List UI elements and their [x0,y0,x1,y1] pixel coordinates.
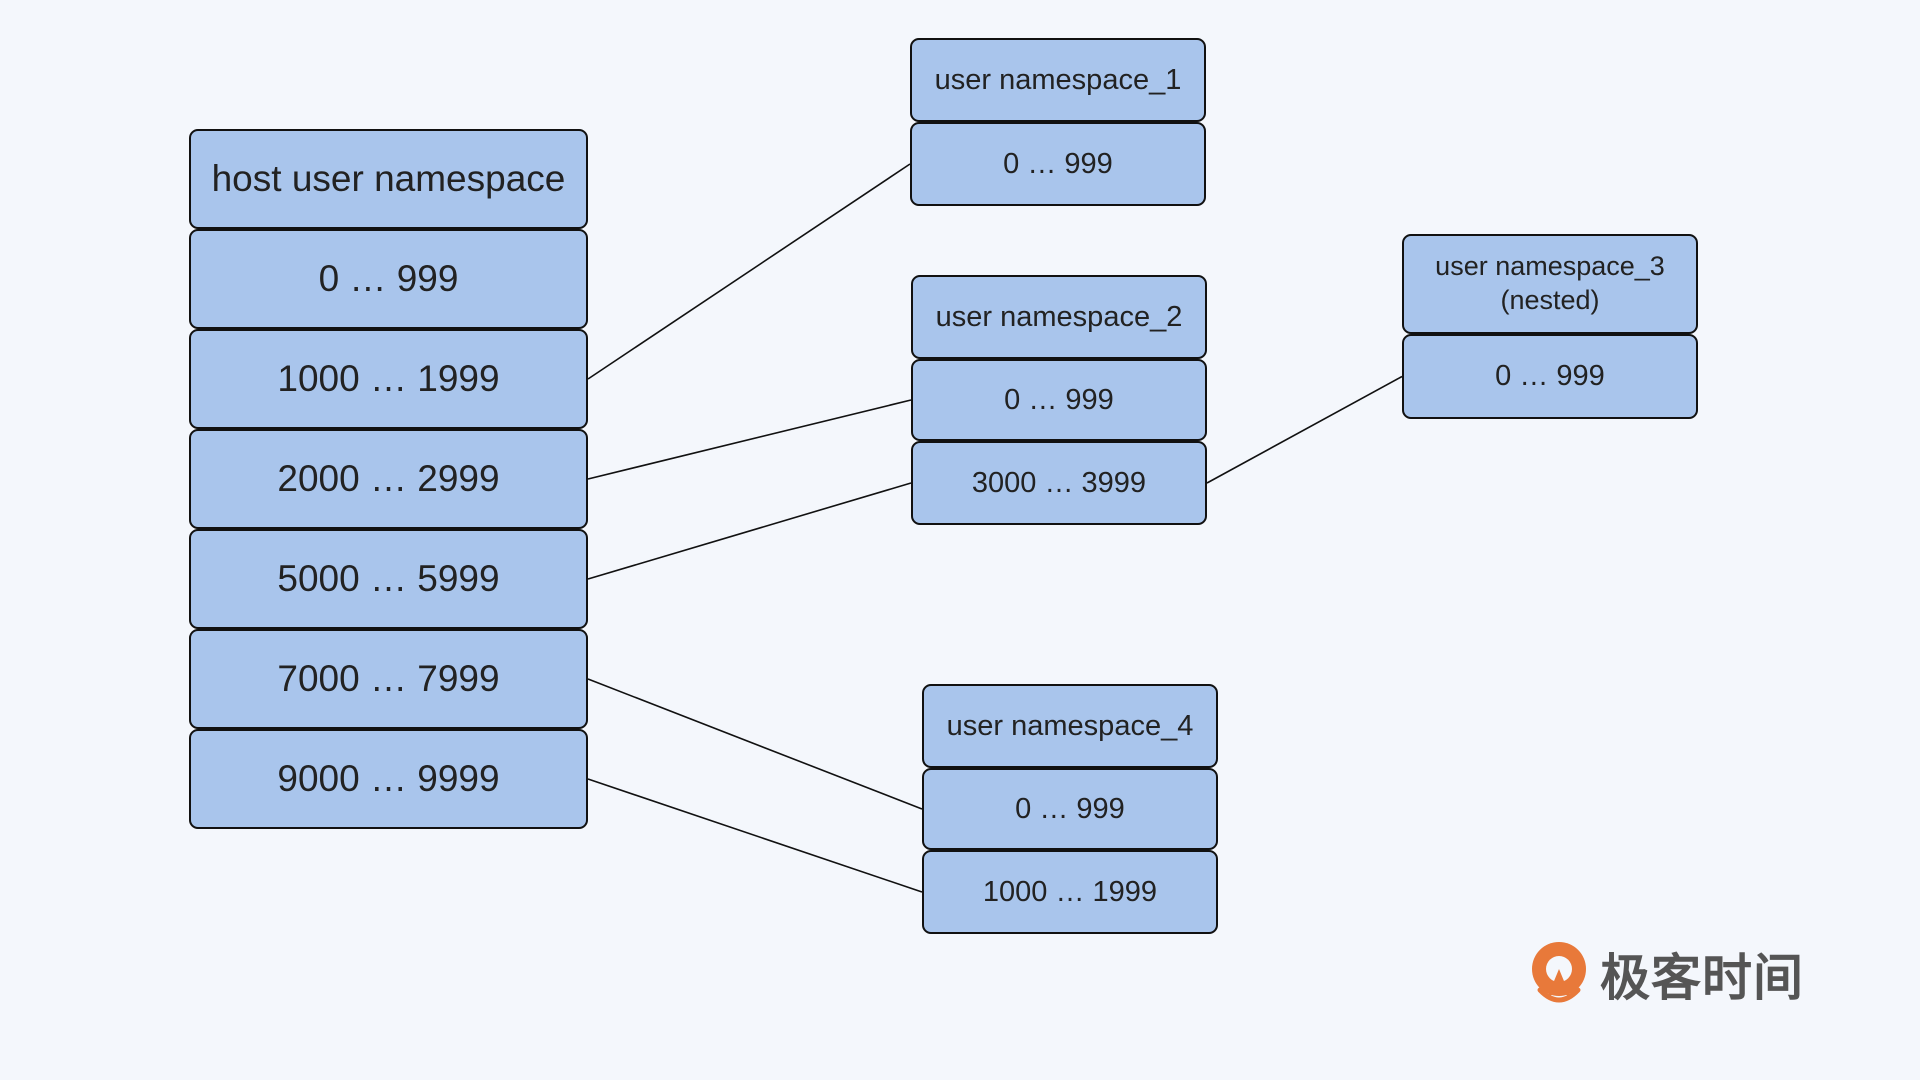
geektime-logo-icon [1532,942,1586,1003]
namespace-2-range-1: 3000 … 3999 [911,441,1207,525]
host-range-1: 1000 … 1999 [189,329,588,429]
host-range-2: 2000 … 2999 [189,429,588,529]
mapping-line-host-r5-to-ns4-r1 [587,778,923,893]
mapping-line-host-r1-to-ns1-r0 [587,163,911,380]
mapping-line-host-r3-to-ns2-r1 [587,482,912,580]
namespace-1-range-0: 0 … 999 [910,122,1206,206]
host-range-5: 9000 … 9999 [189,729,588,829]
namespace-2-header: user namespace_2 [911,275,1207,359]
namespace-4-header: user namespace_4 [922,684,1218,768]
namespace-3-header: user namespace_3 (nested) [1402,234,1698,334]
namespace-2-range-0: 0 … 999 [911,359,1207,441]
namespace-3-nested-label: (nested) [1500,285,1600,315]
geektime-logo-text: 极客时间 [1600,949,1804,1007]
mapping-line-ns2-r1-to-ns3-r0 [1206,375,1403,484]
host-range-4: 7000 … 7999 [189,629,588,729]
geektime-logo: 极客时间 [1528,938,1804,1010]
mapping-line-host-r2-to-ns2-r0 [587,399,912,480]
namespace-4-range-1: 1000 … 1999 [922,850,1218,934]
mapping-line-host-r4-to-ns4-r0 [587,678,923,810]
namespace-3-title: user namespace_3 [1435,251,1665,282]
host-namespace-header: host user namespace [189,129,588,229]
namespace-4-range-0: 0 … 999 [922,768,1218,850]
namespace-1-header: user namespace_1 [910,38,1206,122]
host-range-3: 5000 … 5999 [189,529,588,629]
namespace-3-range-0: 0 … 999 [1402,334,1698,419]
host-range-0: 0 … 999 [189,229,588,329]
